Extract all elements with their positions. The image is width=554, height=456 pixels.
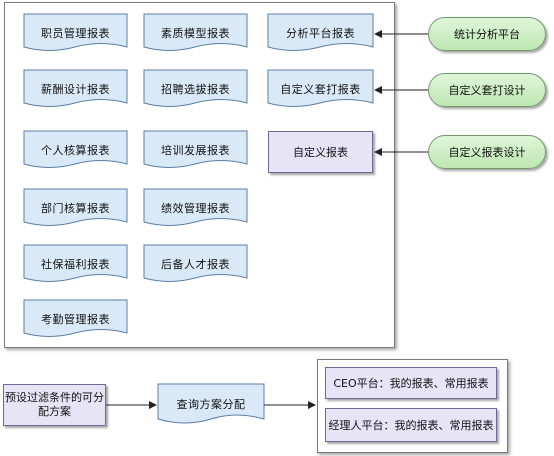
custom-report-box[interactable]: 自定义报表	[268, 131, 373, 173]
doc-label: 素质模型报表	[161, 27, 230, 40]
doc-label: 自定义套打报表	[280, 83, 361, 96]
doc-personal-report[interactable]: 个人核算报表	[23, 130, 128, 169]
doc-salary-report[interactable]: 薪酬设计报表	[23, 69, 128, 108]
preset-scheme-label: 预设过滤条件的可分配方案	[5, 390, 104, 418]
document-shape	[23, 299, 128, 337]
doc-performance-report[interactable]: 绩效管理报表	[143, 188, 248, 227]
doc-label: 考勤管理报表	[41, 313, 110, 326]
preset-scheme-box[interactable]: 预设过滤条件的可分配方案	[3, 384, 106, 426]
doc-label: 查询方案分配	[176, 398, 246, 411]
tool-stat-platform[interactable]: 统计分析平台	[428, 17, 546, 51]
doc-label: 招聘选拔报表	[161, 83, 230, 96]
document-shape	[143, 130, 248, 168]
document-shape	[23, 13, 128, 51]
tool-label: 统计分析平台	[454, 28, 520, 41]
doc-reserve-report[interactable]: 后备人才报表	[143, 244, 248, 283]
ceo-platform-box[interactable]: CEO平台：我的报表、常用报表	[325, 367, 497, 399]
doc-label: 职员管理报表	[41, 27, 110, 40]
doc-custom-print-report[interactable]: 自定义套打报表	[267, 69, 374, 108]
document-shape	[23, 188, 128, 226]
doc-label: 薪酬设计报表	[41, 83, 110, 96]
document-shape	[143, 188, 248, 226]
document-shape	[23, 130, 128, 168]
tool-label: 自定义套打设计	[448, 84, 526, 97]
document-shape	[23, 69, 128, 107]
tool-print-design[interactable]: 自定义套打设计	[428, 73, 546, 107]
doc-label: 社保福利报表	[41, 258, 110, 271]
doc-attendance-report[interactable]: 考勤管理报表	[23, 299, 128, 338]
document-shape	[267, 13, 374, 51]
custom-report-label: 自定义报表	[293, 146, 348, 159]
doc-label: 绩效管理报表	[161, 202, 230, 215]
doc-competency-report[interactable]: 素质模型报表	[143, 13, 248, 52]
tool-label: 自定义报表设计	[448, 146, 526, 159]
ceo-platform-label: CEO平台：我的报表、常用报表	[333, 377, 489, 390]
document-shape	[267, 69, 374, 107]
doc-recruit-report[interactable]: 招聘选拔报表	[143, 69, 248, 108]
doc-label: 培训发展报表	[161, 144, 230, 157]
document-shape	[143, 244, 248, 282]
manager-platform-label: 经理人平台：我的报表、常用报表	[328, 419, 494, 432]
document-shape	[157, 383, 265, 424]
tool-report-design[interactable]: 自定义报表设计	[428, 135, 546, 169]
query-distribution-doc[interactable]: 查询方案分配	[157, 383, 265, 424]
document-shape	[143, 13, 248, 51]
document-shape	[23, 244, 128, 282]
doc-training-report[interactable]: 培训发展报表	[143, 130, 248, 169]
doc-analysis-report[interactable]: 分析平台报表	[267, 13, 374, 52]
doc-label: 部门核算报表	[41, 202, 110, 215]
doc-label: 分析平台报表	[286, 27, 355, 40]
report-panel	[4, 2, 395, 348]
doc-social-report[interactable]: 社保福利报表	[23, 244, 128, 283]
doc-dept-report[interactable]: 部门核算报表	[23, 188, 128, 227]
doc-label: 后备人才报表	[161, 258, 230, 271]
manager-platform-box[interactable]: 经理人平台：我的报表、常用报表	[325, 408, 497, 442]
doc-label: 个人核算报表	[41, 144, 110, 157]
doc-employee-report[interactable]: 职员管理报表	[23, 13, 128, 52]
document-shape	[143, 69, 248, 107]
